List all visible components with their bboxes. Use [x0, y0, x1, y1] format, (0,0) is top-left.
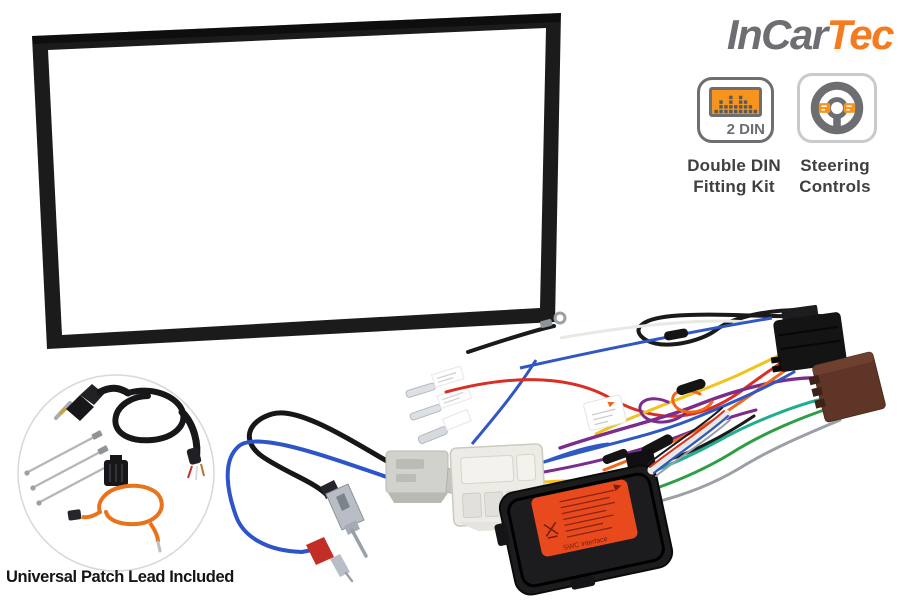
right-control-pad	[843, 103, 856, 113]
crossed-bin-icon	[543, 521, 559, 539]
spade-terminal	[409, 385, 473, 421]
wire-label-tag	[583, 394, 627, 431]
steering-label-line1: Steering	[800, 156, 870, 175]
red-aerial-terminal	[306, 537, 354, 583]
double-din-feature-label: Double DIN Fitting Kit	[674, 156, 794, 197]
double-din-label-line2: Fitting Kit	[693, 176, 775, 196]
double-din-label-line1: Double DIN	[687, 156, 781, 175]
din-eq-bars	[714, 95, 758, 114]
swc-output-wires	[647, 407, 731, 477]
blue-top-wire	[519, 316, 773, 370]
din-screen	[709, 87, 762, 117]
left-control-pad	[818, 103, 831, 113]
din-aerial-plug	[320, 480, 368, 558]
steering-label-line2: Controls	[799, 176, 871, 196]
steering-wheel-icon	[797, 73, 877, 143]
swc-interface-box: SWC interface	[494, 448, 674, 596]
inset-caption: Universal Patch Lead Included	[6, 567, 234, 586]
blue-mid-wire	[470, 359, 538, 445]
looped-orange-cable	[67, 483, 164, 553]
brand-logo-part2: Tec	[826, 11, 895, 58]
spade-terminal	[405, 365, 465, 398]
steering-wheel-glyph	[810, 81, 864, 135]
wiring-harness: SWC interface	[405, 304, 886, 596]
steering-feature-label: Steering Controls	[789, 156, 881, 197]
antenna-blue-wire	[225, 439, 392, 555]
micro-connector-block	[104, 455, 128, 486]
label-logo-mark	[613, 484, 622, 492]
earth-wire	[466, 324, 556, 354]
looped-black-cable	[112, 387, 205, 481]
brand-logo-part1: InCar	[726, 11, 828, 58]
double-din-icon: 2 DIN	[697, 77, 774, 143]
iso-connector-brown	[808, 351, 886, 423]
ring-terminal	[539, 311, 567, 328]
double-din-cage-frame	[32, 13, 561, 349]
white-top-wire	[559, 319, 749, 340]
spade-terminal	[417, 408, 472, 445]
brand-logo: InCarTec	[663, 11, 895, 58]
cage-frame-outline	[32, 13, 561, 349]
din-badge-label: 2 DIN	[726, 121, 765, 138]
cage-frame-top-lip	[32, 13, 561, 44]
iso-connector-black	[770, 304, 847, 373]
antenna-black-wire	[246, 410, 395, 497]
patch-lead-inset	[17, 374, 215, 572]
